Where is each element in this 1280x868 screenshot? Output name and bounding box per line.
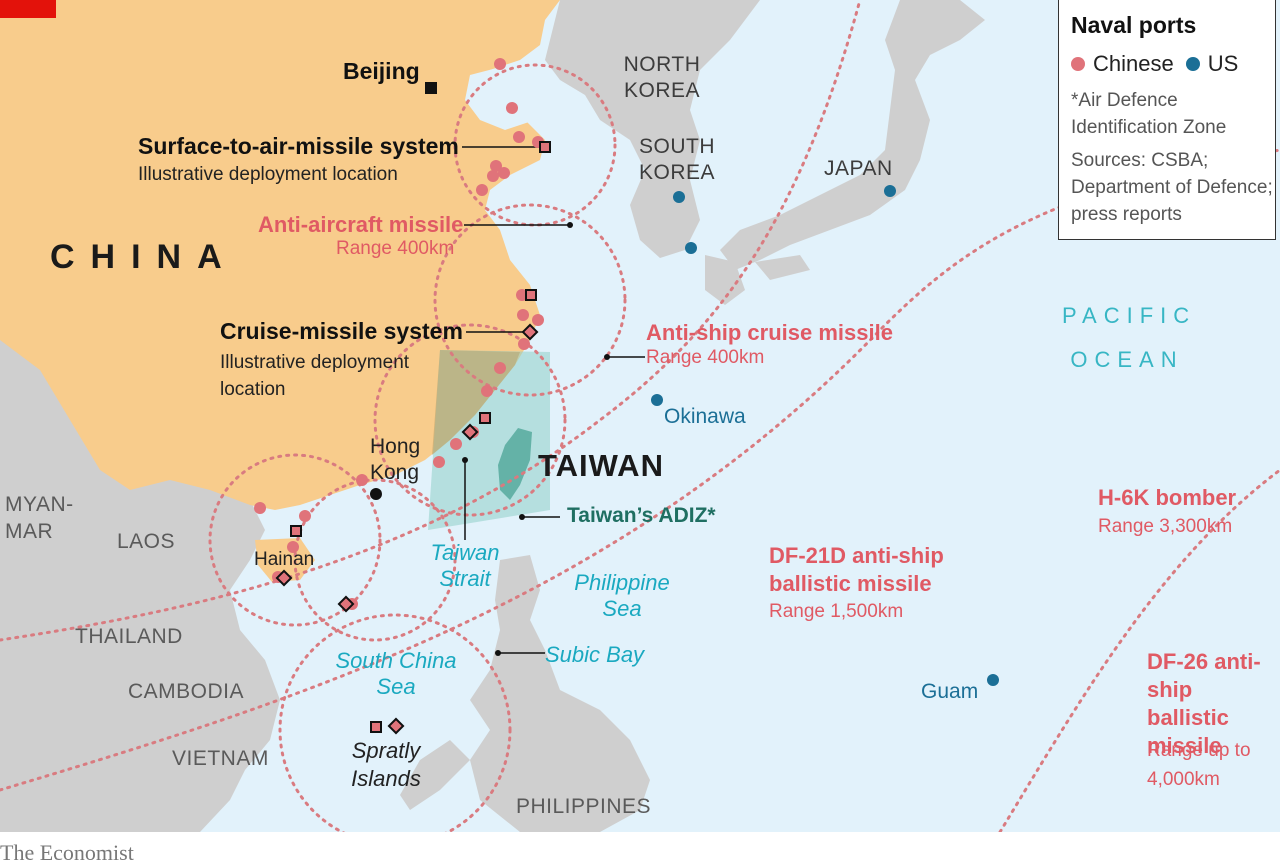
df26-range: Range up to 4,000km (1147, 740, 1251, 790)
sam-markers (290, 141, 551, 733)
df21-title: DF-21D anti-ship ballistic missile (769, 543, 944, 596)
label-taiwan: TAIWAN (538, 448, 664, 483)
palawan-island (400, 740, 470, 810)
us-port-swatch (1185, 57, 1200, 71)
sam-subtitle: Illustrative deployment location (138, 164, 398, 185)
china-landmass (0, 0, 560, 510)
label-philippine-sea: Philippine Sea (574, 570, 670, 621)
label-north-korea: NORTH KOREA (623, 53, 701, 102)
label-myanmar: MYAN-MAR (5, 493, 74, 543)
leader-line-ends (462, 222, 610, 656)
label-hong-kong: Hong Kong (370, 435, 421, 484)
label-laos: LAOS (117, 530, 176, 553)
label-spratly: Spratly Islands (351, 738, 421, 791)
legend-box: Naval ports Chinese US *Air Defence Iden… (1058, 0, 1276, 240)
df21-range: Range 1,500km (769, 601, 904, 622)
label-japan: JAPAN (824, 157, 893, 180)
hong-kong-marker (370, 488, 382, 500)
chinese-port-swatch (1071, 57, 1085, 71)
kyushu-landmass (705, 255, 745, 305)
label-taiwan-strait: Taiwan Strait (430, 540, 500, 591)
legend-row-ports: Chinese US (1071, 51, 1275, 77)
ascm-title: Anti-ship cruise missile (646, 320, 893, 345)
legend-us: US (1207, 51, 1239, 76)
brand-wordmark: The Economist (0, 840, 134, 865)
label-south-korea: SOUTH KOREA (638, 135, 716, 184)
economist-red-tab (0, 0, 56, 18)
legend-chinese: Chinese (1093, 51, 1174, 76)
aa-range: Range 400km (336, 238, 455, 259)
cruise-subtitle: Illustrative deployment location (220, 352, 410, 400)
label-cambodia: CAMBODIA (128, 680, 245, 703)
h6k-range: Range 3,300km (1098, 516, 1233, 537)
leader-lines (462, 146, 645, 654)
label-philippines: PHILIPPINES (516, 795, 652, 818)
sam-title: Surface-to-air-missile system (138, 133, 459, 159)
adiz-china-overlap (432, 350, 520, 455)
label-beijing: Beijing (343, 58, 420, 84)
chinese-ports (254, 58, 544, 610)
ascm-range: Range 400km (646, 347, 765, 368)
label-thailand: THAILAND (75, 625, 183, 648)
shikoku-landmass (755, 255, 810, 280)
df26-title: DF-26 anti-ship ballistic missile (1147, 649, 1261, 758)
label-hainan: Hainan (254, 549, 315, 570)
label-pacific-ocean: PACIFIC OCEAN (1062, 303, 1197, 372)
label-south-china-sea: South China Sea (335, 648, 457, 699)
adiz-label: Taiwan’s ADIZ* (567, 504, 716, 527)
hainan-island (255, 538, 315, 582)
japan-landmass (720, 0, 985, 270)
legend-adiz-note: *Air Defence Identification Zone (1071, 90, 1227, 138)
legend-title: Naval ports (1071, 12, 1197, 38)
footer-bar (0, 832, 1280, 868)
h6k-title: H-6K bomber (1098, 485, 1237, 510)
us-ports (651, 185, 999, 686)
aa-title: Anti-aircraft missile (258, 212, 464, 237)
label-guam: Guam (921, 680, 979, 703)
beijing-marker (425, 82, 437, 94)
philippines-landmass (470, 555, 650, 832)
korea-landmass (545, 0, 760, 258)
label-vietnam: VIETNAM (172, 747, 269, 770)
bohai-sea (465, 62, 540, 130)
label-subic-bay: Subic Bay (545, 642, 645, 667)
cruise-markers (275, 323, 539, 735)
southeast-asia-landmass (0, 330, 280, 832)
label-china: CHINA (50, 238, 238, 276)
label-okinawa: Okinawa (664, 405, 746, 428)
cruise-title: Cruise-missile system (220, 318, 463, 344)
legend-sources: Sources: CSBA; Department of Defence; pr… (1071, 150, 1273, 225)
